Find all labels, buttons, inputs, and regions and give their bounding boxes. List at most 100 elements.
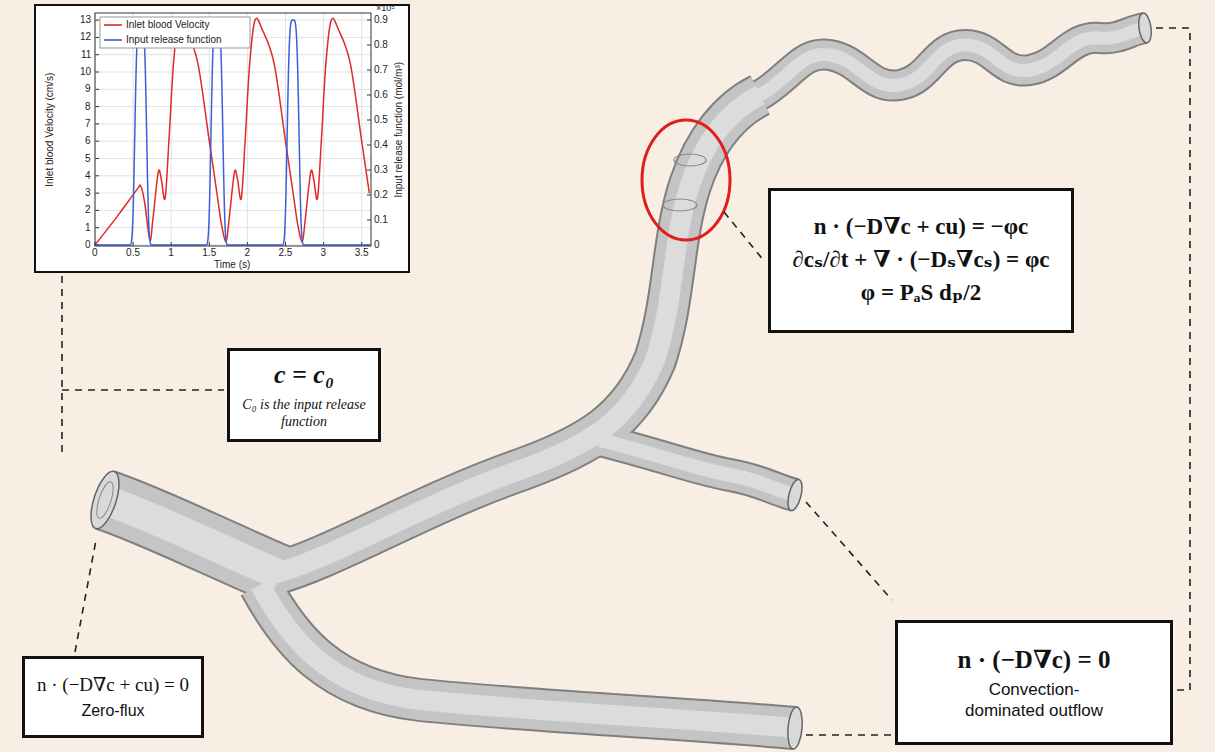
- grid-line: [95, 175, 371, 176]
- vessel-wall: [260, 585, 795, 728]
- tick-label: 13: [80, 14, 91, 26]
- description-text: ∂cₛ/∂t + ∇ · (−Dₛ∇cₛ) = φc: [792, 246, 1049, 275]
- release-curve: [95, 20, 369, 245]
- vessel-highlight: [755, 28, 1145, 98]
- axis-label: Time (s): [214, 259, 250, 271]
- vessel-body: [600, 440, 795, 495]
- leader-line: [806, 734, 892, 736]
- tick-label: 1.5: [202, 247, 216, 259]
- grid-line: [95, 141, 371, 142]
- tick-label: 0.4: [374, 139, 388, 151]
- tick-mark: [95, 227, 99, 228]
- leader-line: [62, 389, 224, 391]
- tick-label: 3: [321, 247, 327, 259]
- tick-label: 0.9: [374, 14, 388, 26]
- leader-line: [1156, 28, 1190, 690]
- grid-line: [323, 13, 324, 246]
- tick-label: 0.8: [374, 39, 388, 51]
- chart-grid: [95, 13, 371, 246]
- chart-curves: [95, 18, 369, 245]
- velocity-curve: [95, 18, 369, 245]
- leader-line: [806, 502, 892, 600]
- tick-label: 0.5: [374, 114, 388, 126]
- inlet-lumen: [93, 480, 116, 520]
- tick-mark: [367, 145, 371, 146]
- equation-text: n · (−D∇c + cu) = −φc: [814, 213, 1028, 242]
- grid-line: [95, 158, 371, 159]
- tick-mark: [367, 45, 371, 46]
- tick-label: 0.2: [374, 189, 388, 201]
- tick-label: 0: [92, 247, 98, 259]
- tick-label: 2: [244, 247, 250, 259]
- vessel-highlight: [260, 585, 795, 728]
- leader-line: [724, 212, 765, 262]
- grid-line: [95, 123, 371, 124]
- tick-label: 0.3: [374, 164, 388, 176]
- grid-line: [95, 193, 371, 194]
- equation-text: c = c₀: [274, 359, 334, 392]
- tick-label: 10: [80, 66, 91, 78]
- leader-line: [75, 540, 96, 652]
- tick-mark: [95, 54, 99, 55]
- highlight-ellipse: [642, 120, 730, 240]
- description-text: φ = PₐS dₚ/2: [861, 279, 981, 308]
- tick-mark: [367, 220, 371, 221]
- leader-line: [61, 276, 63, 455]
- cross-section: [674, 154, 706, 166]
- boundary-box: n · (−D∇c + cu) = 0Zero-flux: [22, 656, 204, 738]
- legend-line: [104, 24, 122, 26]
- outlet-cap: [1137, 12, 1153, 43]
- tick-mark: [367, 195, 371, 196]
- outlet-cap: [786, 706, 804, 749]
- legend-box: [100, 17, 250, 48]
- tick-mark: [95, 210, 99, 211]
- tick-mark: [285, 242, 286, 246]
- tick-label: 5: [85, 153, 91, 165]
- axis-label: Input release function (mol/m³): [393, 62, 405, 198]
- tick-mark: [367, 120, 371, 121]
- tick-label: 11: [81, 49, 91, 61]
- cross-section: [663, 199, 697, 211]
- equation-text: n · (−D∇c) = 0: [958, 644, 1111, 675]
- tick-label: 1: [85, 222, 91, 234]
- tick-mark: [95, 106, 99, 107]
- tick-mark: [209, 242, 210, 246]
- equation-box: n · (−D∇c + cu) = −φc ∂cₛ/∂t + ∇ · (−Dₛ∇c…: [768, 188, 1074, 333]
- vessel-body: [105, 500, 280, 575]
- inlet-cap: [85, 468, 124, 532]
- tick-label: 3: [85, 187, 91, 199]
- tick-mark: [95, 72, 99, 73]
- tick-label: 2: [85, 204, 91, 216]
- tick-mark: [95, 37, 99, 38]
- tick-mark: [95, 89, 99, 90]
- tick-label: 0.6: [374, 89, 388, 101]
- vessel-highlight: [105, 500, 280, 575]
- legend-line: [104, 39, 122, 41]
- tick-mark: [95, 20, 99, 21]
- tick-mark: [95, 193, 99, 194]
- tick-label: 8: [85, 101, 91, 113]
- tick-mark: [95, 158, 99, 159]
- description-text: C₀ is the input release function: [240, 396, 368, 431]
- tick-label: 4: [85, 170, 91, 182]
- tick-mark: [133, 242, 134, 246]
- tick-label: 1: [168, 247, 174, 259]
- axis-label: Inlet blood Velocity (cm/s): [44, 73, 56, 187]
- tick-label: 7: [85, 118, 91, 130]
- tick-mark: [367, 95, 371, 96]
- vessel-body: [755, 28, 1145, 98]
- tick-mark: [95, 141, 99, 142]
- grid-line: [361, 13, 362, 246]
- tick-label: 6: [85, 135, 91, 147]
- tick-mark: [367, 70, 371, 71]
- legend-text: Input release function: [126, 34, 222, 46]
- tick-label: 0.7: [374, 64, 388, 76]
- grid-line: [95, 106, 371, 107]
- tick-mark: [95, 123, 99, 124]
- tick-mark: [95, 175, 99, 176]
- grid-line: [95, 210, 371, 211]
- vessel-wall: [755, 28, 1145, 98]
- legend-text: Inlet blood Velocity: [126, 19, 209, 31]
- tick-label: 0.5: [126, 247, 140, 259]
